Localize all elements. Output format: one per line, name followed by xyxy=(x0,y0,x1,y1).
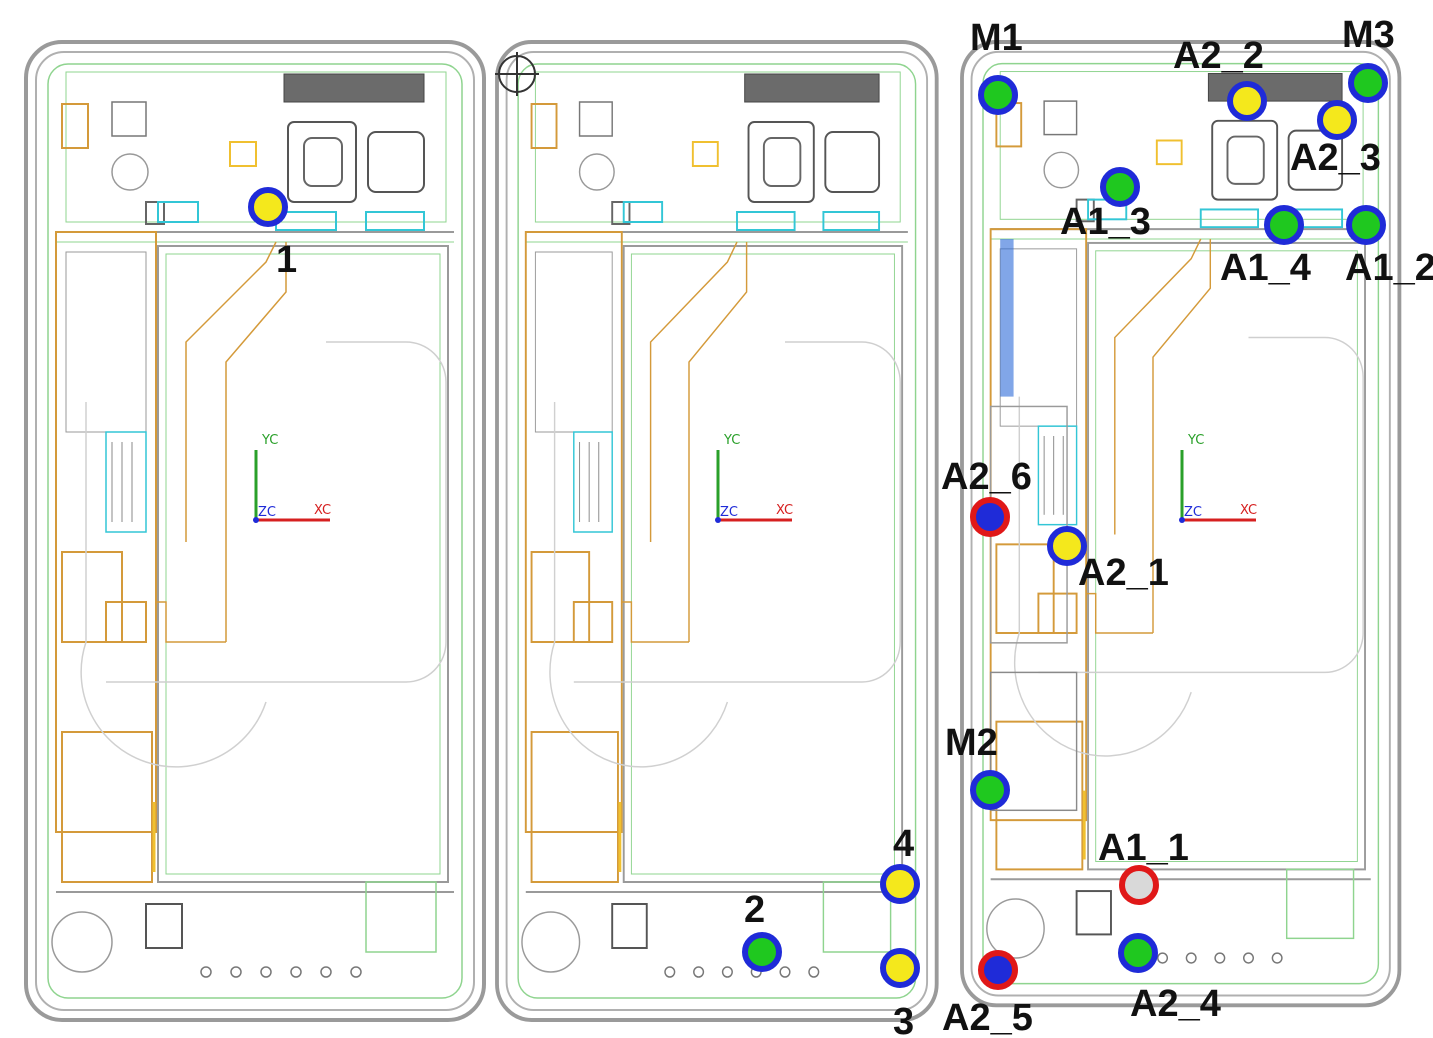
test-point-label: 2 xyxy=(744,889,765,931)
axis-z-label: ZC xyxy=(258,505,276,520)
test-point-marker[interactable]: 4 xyxy=(880,823,920,904)
test-point-marker[interactable]: A2_2 xyxy=(1173,35,1267,121)
test-point-label: A2_6 xyxy=(941,456,1032,498)
test-point-label: M3 xyxy=(1342,14,1395,56)
test-point-label: A1_4 xyxy=(1220,247,1311,289)
test-point-marker[interactable]: M2 xyxy=(945,722,1010,810)
test-point-label: A1_2 xyxy=(1345,247,1433,289)
test-point-label: 4 xyxy=(893,823,914,865)
crosshair-icon xyxy=(495,52,539,96)
test-point-label: 1 xyxy=(276,239,297,281)
markers-panel-middle: 2 3 4 xyxy=(742,823,920,1038)
test-point-label: 3 xyxy=(893,1001,914,1038)
test-point-marker[interactable]: A2_5 xyxy=(942,950,1033,1038)
test-point-marker[interactable]: A1_1 xyxy=(1098,827,1189,905)
axis-x-label: XC xyxy=(1240,503,1257,518)
axis-triad-left: YC XC ZC xyxy=(253,433,331,523)
phone-outline-right xyxy=(960,40,1402,1008)
test-point-marker[interactable]: 1 xyxy=(248,187,297,281)
test-point-marker[interactable]: 3 xyxy=(880,948,920,1038)
test-point-marker[interactable]: 2 xyxy=(742,889,782,972)
markers-panel-left: 1 xyxy=(248,187,297,281)
test-point-marker[interactable]: A1_2 xyxy=(1345,205,1433,289)
axis-y-label: YC xyxy=(261,433,278,448)
markers-panel-right: M1 A2_2 M3 A2_3 A1_3 A1_4 A1_2 A2_6 xyxy=(941,14,1433,1038)
test-point-label: A2_3 xyxy=(1290,137,1381,179)
test-point-marker[interactable]: A2_1 xyxy=(1047,526,1169,594)
axis-z-label: ZC xyxy=(720,505,738,520)
test-point-label: M2 xyxy=(945,722,998,764)
test-point-marker[interactable]: M3 xyxy=(1342,14,1395,103)
test-point-label: M1 xyxy=(970,17,1023,59)
test-point-marker[interactable]: M1 xyxy=(970,17,1023,115)
test-point-label: A1_3 xyxy=(1060,201,1151,243)
axis-triad-middle: YC XC ZC xyxy=(715,433,793,523)
test-point-marker[interactable]: A2_6 xyxy=(941,456,1032,537)
test-point-label: A1_1 xyxy=(1098,827,1189,869)
axis-y-label: YC xyxy=(723,433,740,448)
axis-z-label: ZC xyxy=(1184,505,1202,520)
test-point-label: A2_1 xyxy=(1078,552,1169,594)
axis-triad-right: YC XC ZC xyxy=(1179,433,1257,523)
axis-y-label: YC xyxy=(1187,433,1204,448)
axis-x-label: XC xyxy=(314,503,331,518)
test-point-marker[interactable]: A1_3 xyxy=(1060,167,1151,243)
phone-outline-middle xyxy=(495,40,939,1022)
test-point-marker[interactable]: A1_4 xyxy=(1220,205,1311,289)
phone-outline-left xyxy=(24,40,486,1022)
test-point-label: A2_2 xyxy=(1173,35,1264,77)
test-point-label: A2_5 xyxy=(942,997,1033,1038)
test-point-marker[interactable]: A2_4 xyxy=(1118,933,1221,1025)
test-point-label: A2_4 xyxy=(1130,983,1221,1025)
axis-x-label: XC xyxy=(776,503,793,518)
test-point-marker[interactable]: A2_3 xyxy=(1290,100,1381,179)
